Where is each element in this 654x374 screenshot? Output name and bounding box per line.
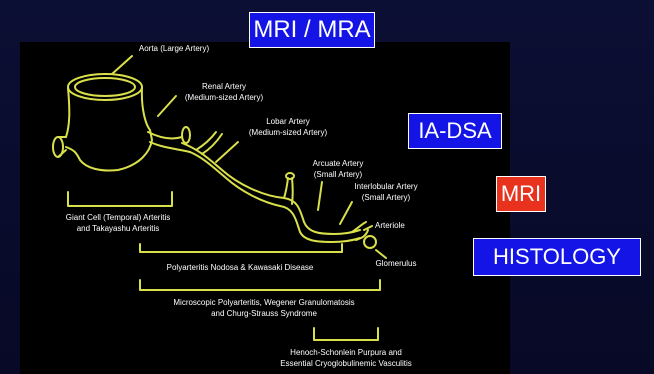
glomerulus-shape bbox=[363, 235, 377, 249]
arteriole-leader bbox=[363, 225, 373, 231]
polyarteritis-bracket bbox=[139, 243, 343, 253]
renal-artery-stub bbox=[181, 126, 191, 144]
arcuate-stub bbox=[285, 172, 295, 180]
interlobular-branch bbox=[351, 221, 369, 241]
interlobular-leader bbox=[339, 201, 353, 225]
lobar-artery-vessel-lower bbox=[189, 151, 361, 243]
glomerulus-label: Glomerulus bbox=[376, 259, 417, 268]
aorta-label: Aorta (Large Artery) bbox=[139, 44, 210, 53]
renal-artery-sublabel: (Medium-sized Artery) bbox=[185, 93, 264, 102]
arcuate-leader bbox=[317, 181, 323, 211]
lobar-artery-label: Lobar Artery bbox=[266, 117, 310, 126]
mri-mra-badge: MRI / MRA bbox=[249, 12, 375, 48]
aorta-left-stub-body bbox=[57, 136, 67, 158]
diagram-panel bbox=[20, 42, 510, 374]
microscopic-polyarteritis-label: Microscopic Polyarteritis, Wegener Granu… bbox=[173, 298, 354, 307]
renal-artery-vessel bbox=[147, 131, 191, 153]
microscopic-bracket bbox=[139, 279, 381, 291]
giant-cell-label: Giant Cell (Temporal) Arteritis bbox=[66, 213, 170, 222]
renal-leader bbox=[157, 95, 177, 117]
aorta-body bbox=[65, 87, 153, 172]
arcuate-branch bbox=[283, 177, 294, 205]
aorta-inner-rim bbox=[74, 77, 136, 97]
henoch-schonlein-sublabel: Essential Cryoglobulinemic Vasculitis bbox=[280, 359, 411, 368]
lobar-side-branch bbox=[195, 131, 223, 155]
aorta-leader bbox=[111, 55, 133, 75]
ia-dsa-badge: IA-DSA bbox=[408, 113, 502, 149]
renal-artery-label: Renal Artery bbox=[202, 82, 246, 91]
interlobular-artery-label: Interlobular Artery bbox=[354, 182, 417, 191]
lobar-leader bbox=[215, 141, 239, 163]
lobar-artery-sublabel: (Medium-sized Artery) bbox=[249, 128, 328, 137]
henoch-bracket bbox=[313, 327, 379, 341]
arteriole-label: Arteriole bbox=[375, 221, 405, 230]
arcuate-artery-sublabel: (Small Artery) bbox=[314, 170, 363, 179]
histology-badge: HISTOLOGY bbox=[473, 238, 641, 276]
mri-badge: MRI bbox=[496, 176, 546, 212]
microscopic-polyarteritis-sublabel: and Churg-Strauss Syndrome bbox=[211, 309, 317, 318]
interlobular-artery-sublabel: (Small Artery) bbox=[362, 193, 411, 202]
giant-cell-bracket bbox=[67, 191, 173, 207]
giant-cell-sublabel: and Takayashu Arteritis bbox=[77, 224, 160, 233]
arcuate-artery-label: Arcuate Artery bbox=[313, 159, 364, 168]
glomerulus-leader bbox=[375, 249, 387, 259]
henoch-schonlein-label: Henoch-Schonlein Purpura and bbox=[290, 348, 402, 357]
lobar-artery-vessel bbox=[181, 142, 361, 235]
polyarteritis-label: Polyarteritis Nodosa & Kawasaki Disease bbox=[167, 263, 314, 272]
